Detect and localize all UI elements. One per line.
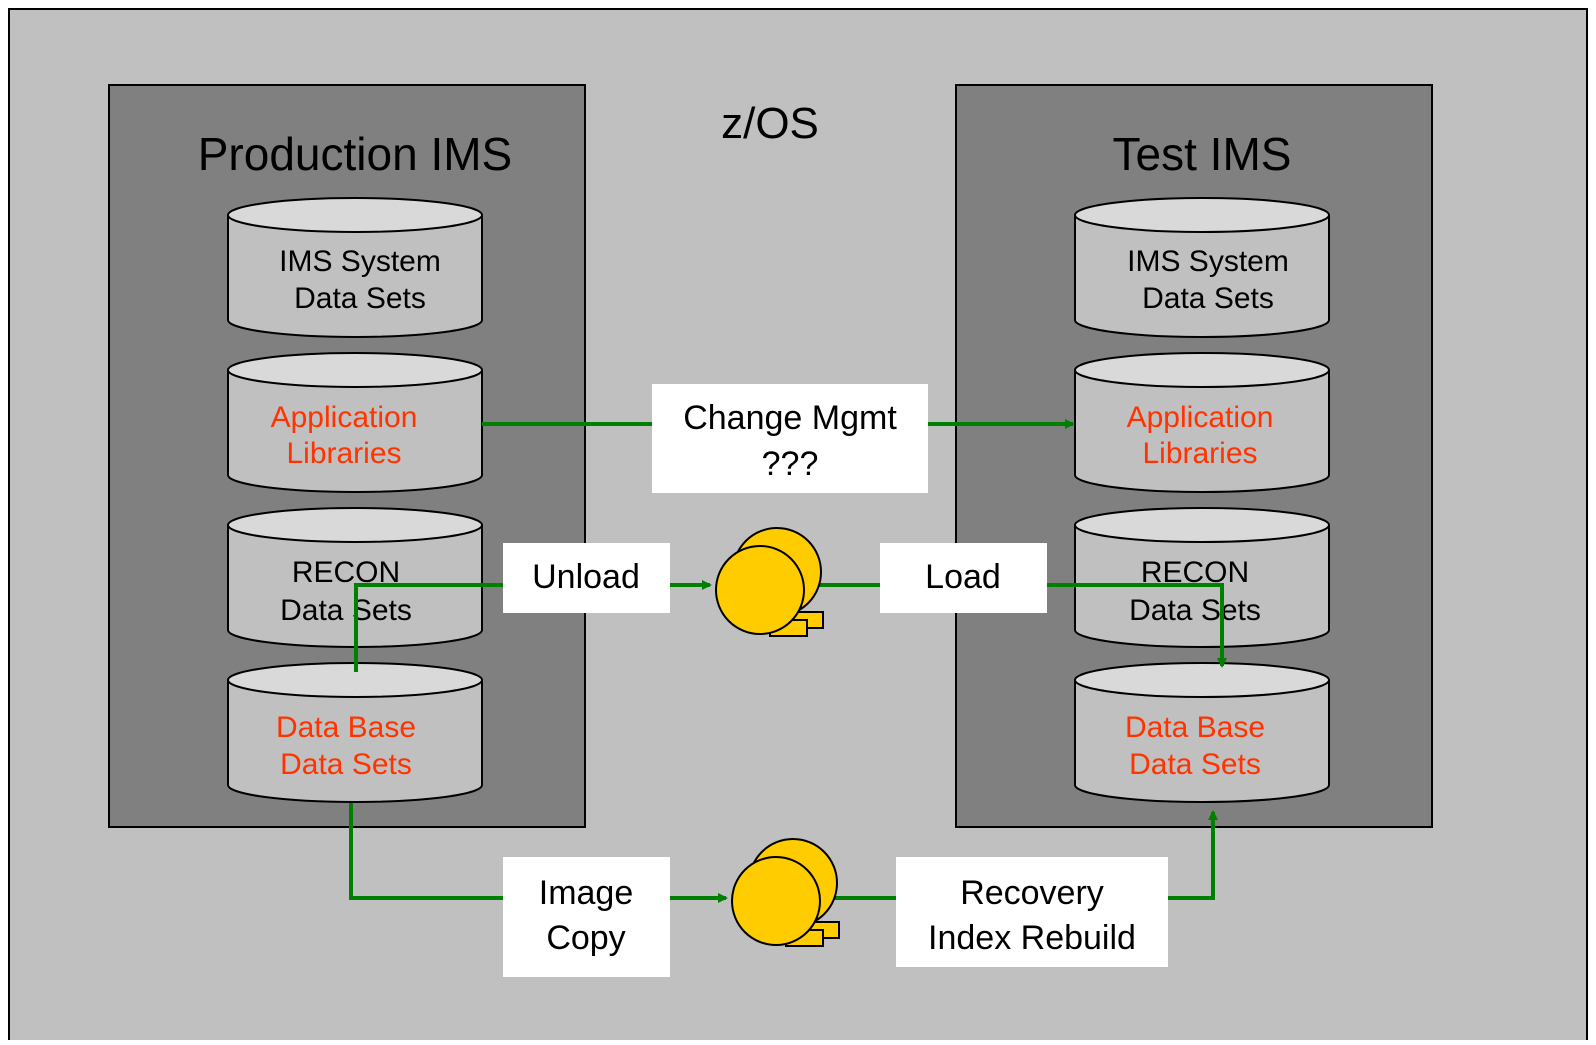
load-label: Load [925,558,1001,596]
test-database-cylinder: Data Base Data Sets [1074,662,1330,803]
prod-database-cylinder: Data Base Data Sets [227,662,483,803]
test-ims-system-label-1: IMS System [1127,245,1289,278]
recovery-label-1: Recovery [960,874,1104,912]
test-recon-cylinder: RECON Data Sets [1074,507,1330,648]
prod-app-libraries-cylinder: Application Libraries [227,352,483,493]
change-mgmt-label-1: Change Mgmt [683,399,897,437]
image-copy-box: Image Copy [503,857,670,977]
image-copy-label-1: Image [539,874,634,912]
production-ims-title: Production IMS [198,128,512,180]
prod-app-libraries-label-2: Libraries [286,437,401,470]
test-app-libraries-cylinder: Application Libraries [1074,352,1330,493]
prod-recon-label-2: Data Sets [280,594,412,627]
prod-ims-system-label-2: Data Sets [294,282,426,315]
prod-database-label-2: Data Sets [280,748,412,781]
prod-ims-system-cylinder: IMS System Data Sets [227,197,483,338]
unload-box: Unload [503,543,670,613]
tape-icon [715,527,824,637]
test-database-label-1: Data Base [1125,711,1265,744]
test-ims-system-label-2: Data Sets [1142,282,1274,315]
load-box: Load [880,543,1047,613]
recovery-label-2: Index Rebuild [928,919,1136,957]
prod-app-libraries-label-1: Application [271,401,418,434]
test-ims-title: Test IMS [1113,128,1292,180]
recovery-box: Recovery Index Rebuild [896,857,1168,967]
test-database-label-2: Data Sets [1129,748,1261,781]
zos-label: z/OS [721,99,819,148]
tape-icon [731,838,840,947]
change-mgmt-label-2: ??? [762,445,819,483]
test-app-libraries-label-2: Libraries [1142,437,1257,470]
prod-ims-system-label-1: IMS System [279,245,441,278]
unload-label: Unload [532,558,640,596]
test-ims-system-cylinder: IMS System Data Sets [1074,197,1330,338]
image-copy-label-2: Copy [546,919,625,957]
test-app-libraries-label-1: Application [1127,401,1274,434]
change-mgmt-box: Change Mgmt ??? [652,384,928,493]
prod-database-label-1: Data Base [276,711,416,744]
test-recon-label-2: Data Sets [1129,594,1261,627]
